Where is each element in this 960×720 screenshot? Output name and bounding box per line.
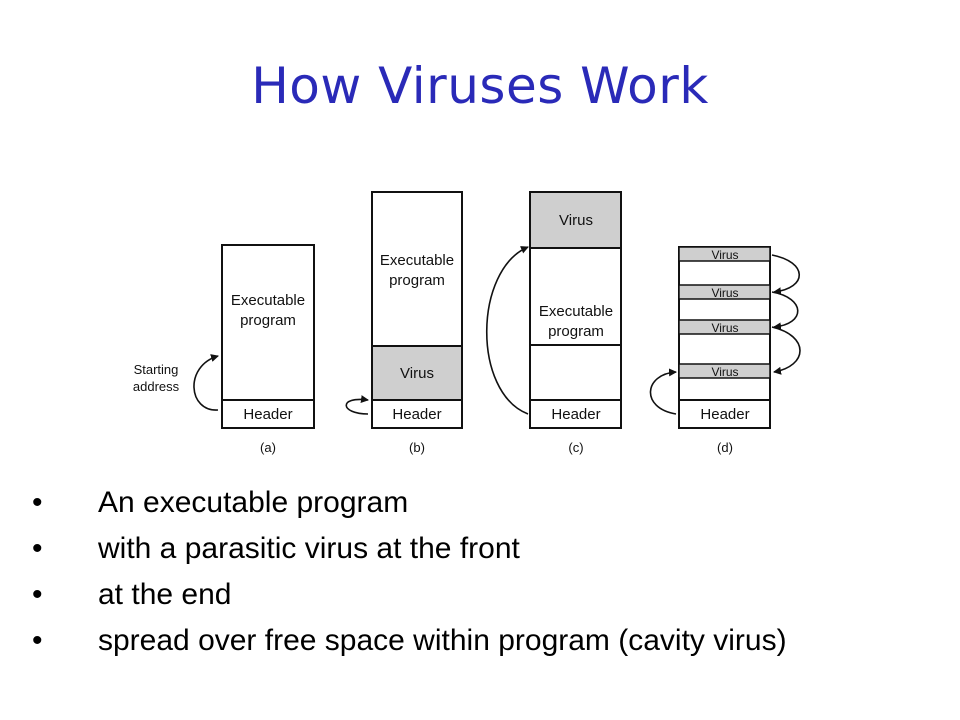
d-chain-arrow-3 [771, 326, 801, 375]
diagram-a: Executable program Header Starting addre… [133, 244, 315, 455]
b-start-arrow [345, 395, 369, 415]
b-virus-block [371, 345, 463, 401]
b-exec-label-2: program [389, 272, 445, 289]
a-start-arrow [193, 354, 219, 411]
slide-title: How Viruses Work [251, 57, 709, 115]
d-virus-label-3: Virus [711, 321, 738, 335]
d-virus-block-1 [678, 246, 771, 262]
diagram-c: Virus Executable program Header (c) [485, 191, 622, 455]
bullet-item: • with a parasitic virus at the front [30, 534, 930, 564]
bullet-text: with a parasitic virus at the front [98, 532, 520, 565]
diagram-d: Virus Virus Virus Virus Header (d) [649, 246, 801, 455]
bullet-item: • at the end [30, 580, 930, 610]
d-chain-arrow-2 [771, 291, 799, 331]
c-exec-label: Executable [539, 303, 613, 320]
c-virus-label: Virus [559, 212, 593, 229]
bullet-dot: • [32, 578, 43, 611]
caption-d: (d) [717, 440, 733, 455]
caption-b: (b) [409, 440, 425, 455]
bullet-text: at the end [98, 578, 232, 611]
bullet-dot: • [32, 532, 43, 565]
bullet-text: An executable program [98, 486, 409, 519]
d-virus-block-3 [678, 319, 771, 335]
d-virus-block-4 [678, 363, 771, 379]
diagram-b: Executable program Virus Header (b) [345, 191, 463, 455]
d-start-arrow [649, 368, 677, 415]
bullet-item: • spread over free space within program (… [30, 626, 930, 656]
b-header-label: Header [392, 406, 441, 423]
bullet-item: • An executable program [30, 488, 930, 518]
d-virus-label-2: Virus [711, 286, 738, 300]
d-virus-label-4: Virus [711, 365, 738, 379]
caption-c: (c) [568, 440, 583, 455]
bullet-text: spread over free space within program (c… [98, 624, 787, 657]
c-virus-block [529, 191, 622, 249]
a-program-box [221, 244, 315, 429]
bullet-dot: • [32, 486, 43, 519]
d-chain-arrow-1 [771, 254, 801, 296]
d-virus-block-2 [678, 284, 771, 300]
b-exec-label: Executable [380, 252, 454, 269]
d-virus-label-1: Virus [711, 248, 738, 262]
caption-a: (a) [260, 440, 276, 455]
bullet-list: • An executable program • with a parasitic… [30, 488, 930, 672]
bullet-dot: • [32, 624, 43, 657]
c-header-label: Header [551, 406, 600, 423]
starting-address-label: Starting [134, 362, 179, 377]
starting-address-label-2: address [133, 379, 180, 394]
d-header-label: Header [700, 406, 749, 423]
d-program-box [678, 246, 771, 429]
c-start-arrow [485, 246, 529, 415]
a-exec-label-2: program [240, 312, 296, 329]
a-exec-label: Executable [231, 292, 305, 309]
b-virus-label: Virus [400, 365, 434, 382]
c-exec-label-2: program [548, 323, 604, 340]
a-header-label: Header [243, 406, 292, 423]
